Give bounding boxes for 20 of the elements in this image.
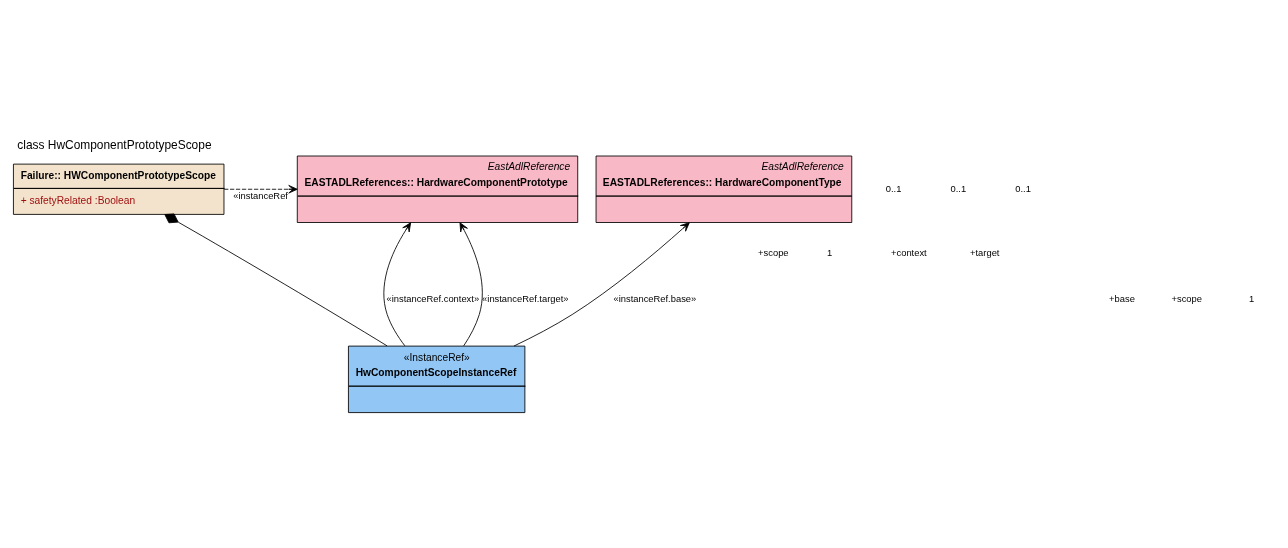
edge-label: «instanceRef.context» bbox=[386, 293, 480, 304]
edge-label: «instanceRef.base» bbox=[613, 293, 697, 304]
label: 1 bbox=[1248, 293, 1255, 304]
label: 0..1 bbox=[1015, 183, 1031, 194]
connector bbox=[164, 212, 388, 346]
arrow bbox=[383, 221, 412, 346]
label: +target bbox=[970, 247, 1000, 258]
arrow bbox=[513, 221, 690, 346]
edge-label: «instanceRef.target» bbox=[482, 293, 569, 304]
arrow bbox=[223, 184, 298, 193]
label: 0..1 bbox=[885, 183, 902, 194]
diagram-title: class HwComponentPrototypeScope bbox=[17, 137, 212, 152]
arrow bbox=[459, 221, 483, 346]
label: +scope bbox=[1171, 293, 1202, 304]
edge-label: «instanceRef bbox=[233, 190, 288, 201]
label: +base bbox=[1109, 293, 1135, 304]
label: 1 bbox=[827, 247, 833, 258]
label: +scope bbox=[758, 247, 789, 258]
label: +context bbox=[891, 247, 927, 258]
label: 0..1 bbox=[950, 183, 967, 194]
